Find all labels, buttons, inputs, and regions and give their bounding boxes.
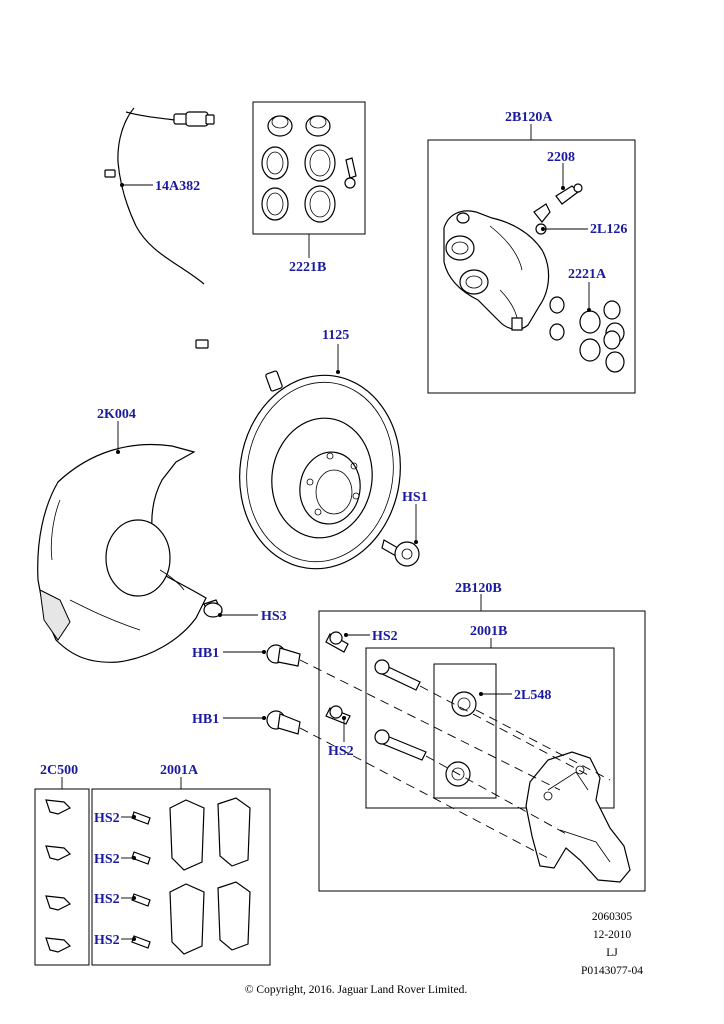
label-guide-boot: 2L548 [514, 688, 551, 703]
label-pad-kit: 2001A [160, 763, 199, 778]
footer-code-4: P0143077-04 [581, 965, 643, 977]
label-carrier-bolt-bottom: HS2 [328, 744, 354, 759]
label-pad-bolt-4: HS2 [94, 933, 120, 948]
footer-code-2: 12-2010 [593, 929, 632, 941]
label-disc-screw: HS1 [402, 490, 428, 505]
splash-shield-part [37, 443, 207, 663]
label-guide-pin-kit: 2001B [470, 624, 507, 639]
footer-code-3: LJ [606, 947, 618, 959]
label-caliper-kit: 2B120A [505, 110, 553, 125]
label-bleed-screw: 2208 [547, 150, 575, 165]
seal-kit-part [252, 101, 366, 235]
label-carrier-bolt-top: HS2 [372, 629, 398, 644]
disc-screw-part [381, 539, 420, 567]
label-bolt-upper: HB1 [192, 646, 219, 661]
brake-disc-part [239, 374, 401, 570]
label-disc: 1125 [322, 328, 349, 343]
footer: 2060305 12-2010 LJ P0143077-04 © Copyrig… [245, 911, 643, 996]
label-caliper-pistons: 2221A [568, 267, 607, 282]
label-bleed-cap: 2L126 [590, 222, 627, 237]
label-pad-bolt-1: HS2 [94, 811, 120, 826]
label-sensor: 14A382 [155, 179, 200, 194]
part-labels: 14A382 2221B 2B120A 2208 2L126 2221A 112… [40, 110, 627, 948]
label-clip-kit: 2C500 [40, 763, 78, 778]
footer-code-1: 2060305 [592, 911, 633, 923]
clip-kit-part [34, 788, 90, 966]
label-pad-bolt-3: HS2 [94, 892, 120, 907]
pad-kit-part [91, 788, 271, 966]
caliper-kit-part [427, 139, 636, 394]
label-pad-bolt-2: HS2 [94, 852, 120, 867]
shield-bolt-part [203, 599, 223, 618]
label-seal-kit: 2221B [289, 260, 326, 275]
copyright: © Copyright, 2016. Jaguar Land Rover Lim… [245, 984, 468, 996]
label-splash-shield: 2K004 [97, 407, 136, 422]
label-shield-bolt: HS3 [261, 609, 287, 624]
carrier-kit-part [318, 610, 646, 892]
leader-lines [61, 124, 591, 941]
label-bolt-lower: HB1 [192, 712, 219, 727]
assembly-lines [299, 659, 611, 859]
hub-bolt-part [266, 644, 301, 735]
wear-sensor-part [104, 107, 283, 392]
label-carrier-kit: 2B120B [455, 581, 502, 596]
